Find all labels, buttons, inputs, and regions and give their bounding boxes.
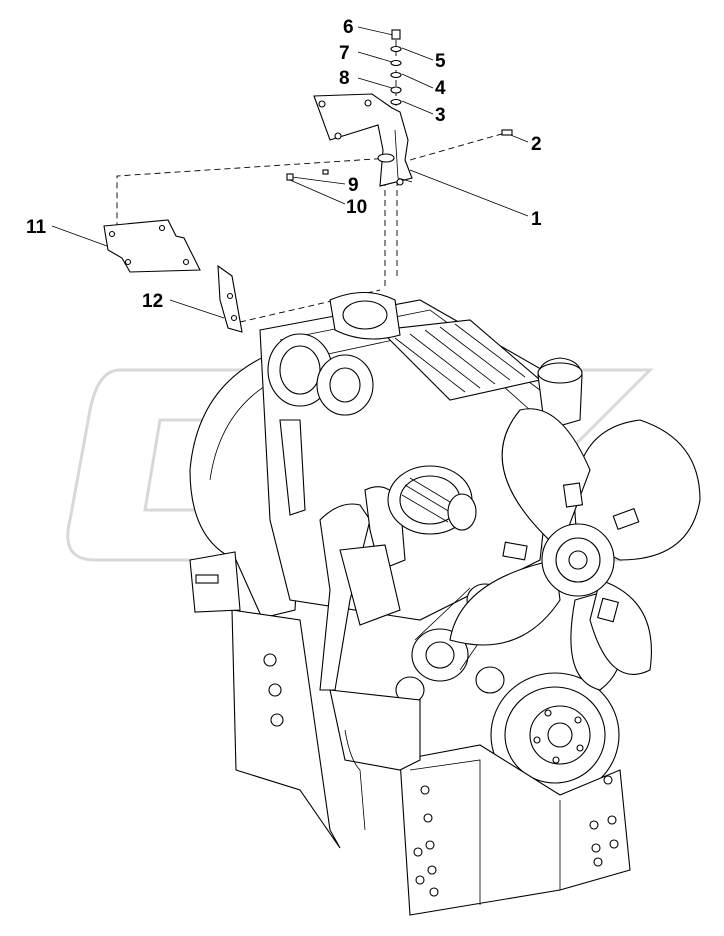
crankshaft-damper: [490, 672, 620, 798]
washer-part-10: [322, 169, 329, 175]
leader-lines: [51, 26, 529, 319]
callout-4: 4: [435, 78, 446, 99]
alternator: [387, 465, 477, 535]
cooling-fan: [449, 408, 701, 691]
callout-7: 7: [339, 43, 350, 64]
bolt-part-2: [501, 129, 513, 136]
nut-part-9: [286, 173, 294, 181]
callout-9: 9: [348, 175, 359, 196]
callout-10: 10: [346, 197, 367, 218]
bolt-part-6: [391, 29, 401, 40]
engine-mount-frame: [399, 744, 631, 916]
assembly-lines: [116, 40, 506, 323]
fasteners: [286, 29, 513, 181]
callout-labels: 6 7 8 5 4 3 2 1 9 10 11 12: [26, 17, 542, 312]
callout-12: 12: [142, 291, 163, 312]
callout-2: 2: [531, 134, 542, 155]
nut-part-3: [390, 98, 402, 106]
turbocharger: [267, 292, 401, 416]
callout-11: 11: [26, 217, 47, 238]
callout-8: 8: [339, 68, 350, 89]
callout-3: 3: [435, 105, 446, 126]
washer-part-4: [390, 71, 402, 79]
washer-part-5: [390, 45, 402, 53]
washer-part-7: [390, 59, 402, 67]
callout-5: 5: [435, 51, 446, 72]
washer-part-8: [390, 86, 402, 94]
plate-part-11: [103, 219, 201, 273]
exhaust-elbow: [537, 357, 583, 431]
engine-assembly: [189, 292, 701, 916]
callout-1: 1: [531, 209, 542, 230]
plate-part-12: [217, 264, 243, 333]
callout-6: 6: [343, 17, 354, 38]
bracket-part-1: [313, 93, 413, 187]
